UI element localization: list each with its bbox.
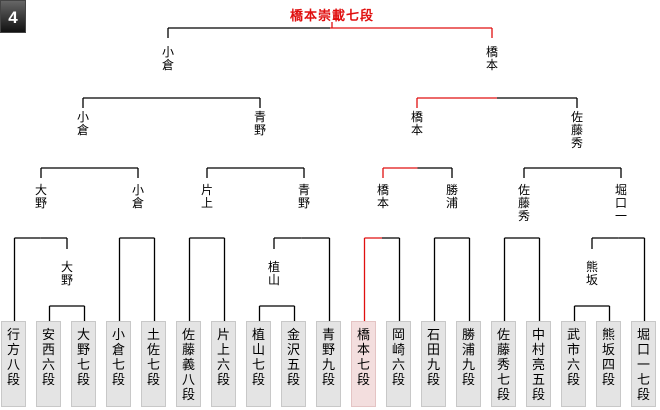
player-box: 橋本七段 <box>351 321 376 407</box>
player-box: 熊坂四段 <box>596 321 621 407</box>
winner-name: 堀口一 <box>614 183 627 223</box>
player-box: 大野七段 <box>71 321 96 407</box>
player-box: 堀口一七段 <box>631 321 656 407</box>
player-box: 石田九段 <box>421 321 446 407</box>
winner-name: 大野 <box>60 260 73 287</box>
winner-name: 植山 <box>267 260 280 287</box>
winner-name: 橋本 <box>410 110 423 137</box>
winner-name: 大野 <box>34 183 47 210</box>
winner-name: 青野 <box>253 110 266 137</box>
player-box: 土佐七段 <box>141 321 166 407</box>
winner-name: 佐藤秀 <box>570 110 583 150</box>
player-box: 佐藤義八段 <box>176 321 201 407</box>
winner-name: 橋本 <box>485 45 498 72</box>
winner-name: 青野 <box>297 183 310 210</box>
winner-name: 片上 <box>200 183 213 210</box>
winner-name: 佐藤秀 <box>517 183 530 223</box>
player-box: 安西六段 <box>36 321 61 407</box>
winner-name: 小倉 <box>76 110 89 137</box>
player-box: 武市六段 <box>561 321 586 407</box>
winner-name: 熊坂 <box>585 260 598 287</box>
winner-name: 小倉 <box>161 45 174 72</box>
round-badge: 4 <box>0 0 26 33</box>
player-box: 佐藤秀七段 <box>491 321 516 407</box>
player-box: 植山七段 <box>246 321 271 407</box>
player-box: 勝浦九段 <box>456 321 481 407</box>
player-box: 小倉七段 <box>106 321 131 407</box>
champion-title: 橋本崇載七段 <box>289 9 374 24</box>
player-box: 行方八段 <box>1 321 26 407</box>
winner-name: 橋本 <box>376 183 389 210</box>
player-box: 青野九段 <box>316 321 341 407</box>
player-box: 中村亮五段 <box>526 321 551 407</box>
player-box: 金沢五段 <box>281 321 306 407</box>
winner-name: 勝浦 <box>445 183 458 210</box>
player-box: 片上六段 <box>211 321 236 407</box>
winner-name: 小倉 <box>131 183 144 210</box>
player-box: 岡崎六段 <box>386 321 411 407</box>
